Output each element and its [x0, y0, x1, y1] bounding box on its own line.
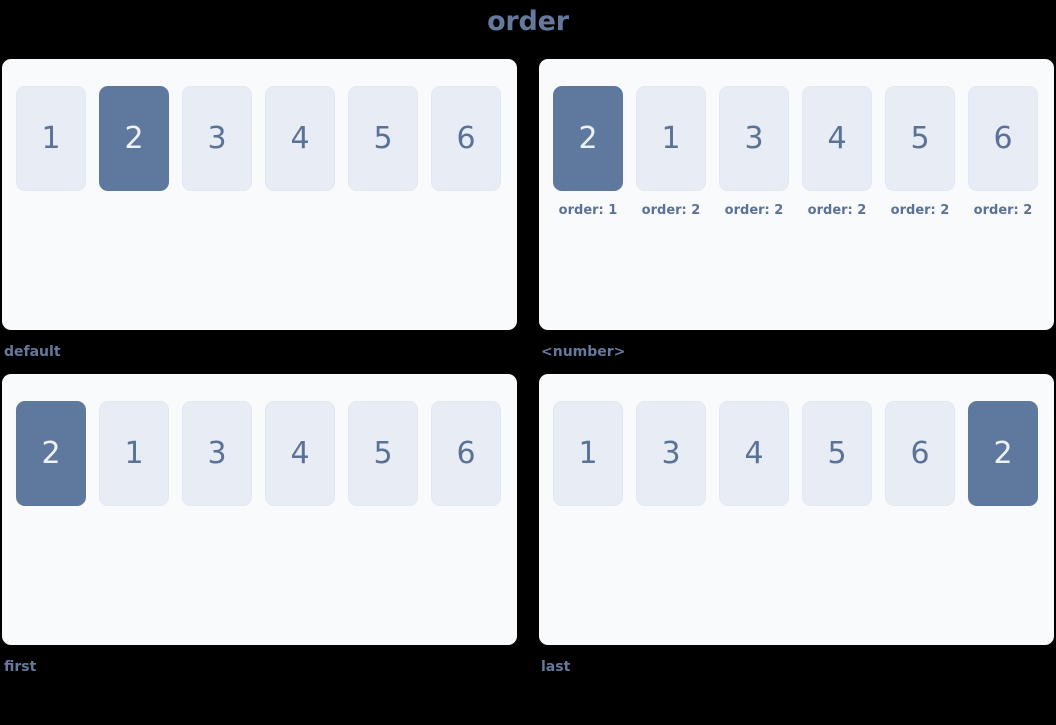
- flex-item[interactable]: 4: [719, 401, 789, 506]
- flex-item-highlighted[interactable]: 2: [99, 86, 169, 191]
- order-value-label: order: 1: [558, 203, 618, 218]
- flex-item-wrapper: 2: [968, 401, 1038, 506]
- panel-cell: 2 order: 1 1 order: 2 3 order: 2 4 order: 2 5 ord…: [539, 59, 1054, 374]
- flex-item-wrapper: 6: [885, 401, 955, 506]
- flex-item[interactable]: 6: [431, 86, 501, 191]
- flex-item[interactable]: 1: [99, 401, 169, 506]
- flex-item-highlighted[interactable]: 2: [16, 401, 86, 506]
- flex-item-wrapper: 4: [719, 401, 789, 506]
- panel-caption: default: [4, 344, 61, 360]
- flex-item-wrapper: 1 order: 2: [636, 86, 706, 218]
- flex-item[interactable]: 1: [553, 401, 623, 506]
- flex-item[interactable]: 5: [348, 86, 418, 191]
- flex-item-wrapper: 1: [99, 401, 169, 506]
- flex-item-wrapper: 6: [431, 401, 501, 506]
- flex-item[interactable]: 1: [16, 86, 86, 191]
- page-title: order: [487, 6, 569, 37]
- flex-item-wrapper: 2: [99, 86, 169, 191]
- flex-item-wrapper: 4 order: 2: [802, 86, 872, 218]
- flex-item-wrapper: 3: [636, 401, 706, 506]
- flex-item-wrapper: 6 order: 2: [968, 86, 1038, 218]
- order-value-label: order: 2: [890, 203, 950, 218]
- flex-item[interactable]: 1: [636, 86, 706, 191]
- demo-panel: 2 order: 1 1 order: 2 3 order: 2 4 order: 2 5 ord…: [539, 59, 1054, 330]
- flex-item-wrapper: 2 order: 1: [553, 86, 623, 218]
- flex-item[interactable]: 5: [802, 401, 872, 506]
- flex-item[interactable]: 6: [885, 401, 955, 506]
- flex-item-wrapper: 1: [553, 401, 623, 506]
- flex-item-wrapper: 3: [182, 401, 252, 506]
- flex-item-wrapper: 5: [348, 86, 418, 191]
- flex-item-wrapper: 3: [182, 86, 252, 191]
- flex-item-wrapper: 5: [802, 401, 872, 506]
- panel-caption: last: [541, 659, 571, 675]
- flex-item-wrapper: 4: [265, 86, 335, 191]
- flex-item[interactable]: 6: [431, 401, 501, 506]
- flex-item[interactable]: 3: [182, 401, 252, 506]
- flex-item-wrapper: 4: [265, 401, 335, 506]
- order-value-label: order: 2: [641, 203, 701, 218]
- flex-item-wrapper: 3 order: 2: [719, 86, 789, 218]
- panel-caption: <number>: [541, 344, 626, 360]
- flex-item-wrapper: 1: [16, 86, 86, 191]
- flex-item[interactable]: 4: [802, 86, 872, 191]
- flex-item-highlighted[interactable]: 2: [553, 86, 623, 191]
- flex-item[interactable]: 4: [265, 401, 335, 506]
- flex-item-wrapper: 2: [16, 401, 86, 506]
- flex-item[interactable]: 6: [968, 86, 1038, 191]
- flex-item-wrapper: 5: [348, 401, 418, 506]
- flex-item[interactable]: 5: [885, 86, 955, 191]
- flex-item-wrapper: 5 order: 2: [885, 86, 955, 218]
- flex-item-wrapper: 6: [431, 86, 501, 191]
- flex-item[interactable]: 4: [265, 86, 335, 191]
- flex-container: 2 order: 1 1 order: 2 3 order: 2 4 order: 2 5 ord…: [553, 86, 1054, 218]
- flex-item[interactable]: 3: [182, 86, 252, 191]
- flex-item[interactable]: 5: [348, 401, 418, 506]
- flex-item[interactable]: 3: [636, 401, 706, 506]
- order-value-label: order: 2: [807, 203, 867, 218]
- order-value-label: order: 2: [973, 203, 1033, 218]
- flex-item[interactable]: 3: [719, 86, 789, 191]
- order-value-label: order: 2: [724, 203, 784, 218]
- panel-caption: first: [4, 659, 37, 675]
- flex-item-highlighted[interactable]: 2: [968, 401, 1038, 506]
